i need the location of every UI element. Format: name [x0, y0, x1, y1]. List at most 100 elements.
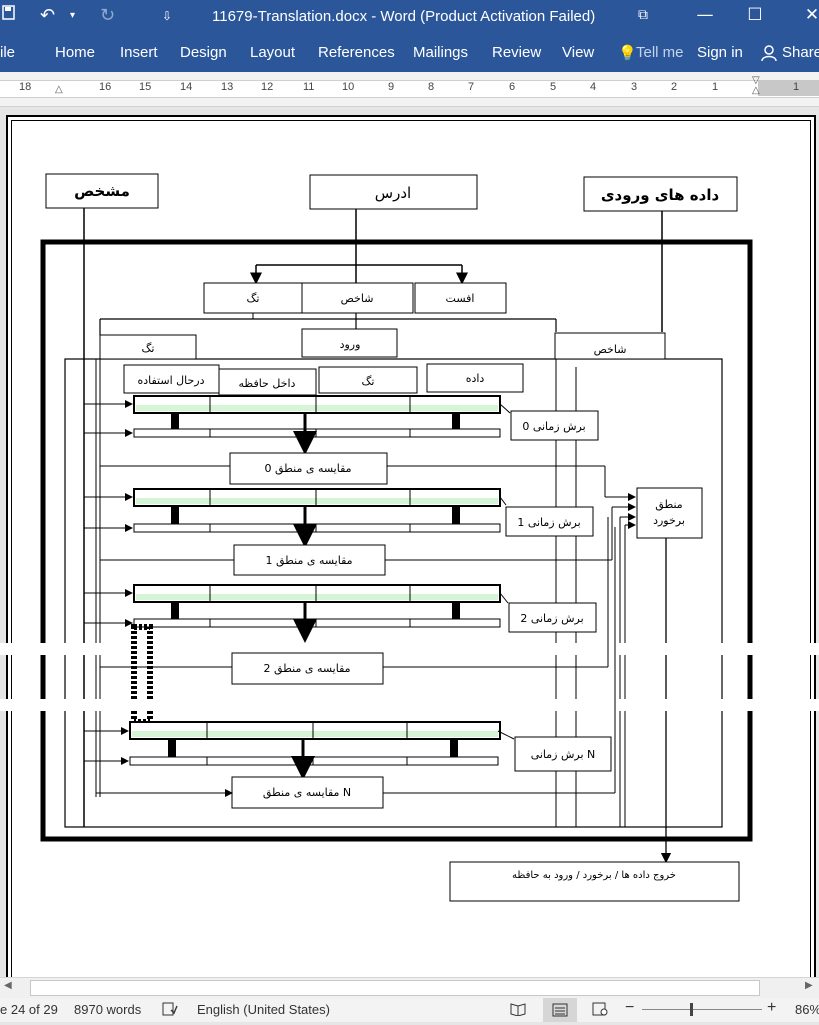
ruler-number: 8: [428, 81, 435, 93]
input-data-box: [583, 176, 738, 212]
output-label: خروج داده ها / برخورد / ورود به حافظه: [512, 870, 676, 881]
compare-0-box: [229, 452, 388, 485]
col-in-use-label: درحال استفاده: [137, 374, 204, 387]
share-button[interactable]: Share: [782, 44, 819, 61]
outer-frame: [40, 239, 753, 842]
tab-design[interactable]: Design: [180, 44, 227, 61]
zoom-out-icon[interactable]: −: [625, 999, 635, 1016]
identifier-label: مشخص: [74, 182, 130, 200]
tab-view[interactable]: View: [562, 44, 595, 61]
ruler-number: 1: [712, 81, 719, 93]
compare-n-label: مقایسه ی منطق N: [263, 786, 351, 800]
slice-1-box: [505, 506, 594, 537]
zoom-level[interactable]: 86%: [795, 1002, 819, 1017]
bus-input-box: [301, 328, 398, 358]
bus-index-label: شاخص: [594, 343, 627, 356]
scroll-right-icon[interactable]: ▶: [805, 980, 813, 991]
redo-icon[interactable]: ↻: [100, 5, 116, 26]
scroll-left-icon[interactable]: ◀: [4, 980, 12, 991]
web-layout-icon[interactable]: [592, 1002, 608, 1019]
ruler-number: 12: [261, 81, 274, 93]
ruler-number: 2: [671, 81, 678, 93]
undo-icon[interactable]: ↶: [40, 5, 56, 26]
ruler-strip: [0, 80, 819, 98]
tab-layout[interactable]: Layout: [250, 44, 296, 61]
page-border: [11, 120, 811, 977]
title-bar: ↶ ▾ ↻ ⇩ 11679-Translation.docx - Word (P…: [0, 0, 819, 34]
col-in-use-box: [123, 364, 220, 394]
addr-offset-box: [414, 282, 507, 314]
addr-offset-label: افست: [446, 292, 475, 305]
ribbon-display-options-icon[interactable]: ⧉: [638, 7, 648, 23]
document-area[interactable]: مشخص ادرس داده های ورودی تگ شاخص افست تگ…: [0, 107, 819, 977]
sign-in-link[interactable]: Sign in: [697, 44, 743, 61]
indent-marker-icon[interactable]: △: [55, 84, 63, 95]
language-indicator[interactable]: English (United States): [197, 1002, 330, 1017]
tab-insert[interactable]: Insert: [120, 44, 158, 61]
output-box: [449, 861, 740, 902]
read-mode-icon[interactable]: [510, 1002, 526, 1019]
ruler-number: 13: [221, 81, 234, 93]
tab-home[interactable]: Home: [55, 44, 96, 61]
slice-group-1: [84, 488, 507, 548]
ribbon-tabs: ile Home Insert Design Layout References…: [0, 34, 819, 72]
bus-input-label: ورود: [340, 338, 361, 351]
right-indent-marker-icon[interactable]: ▽△: [752, 75, 760, 96]
hit-logic-line-1: منطق: [655, 498, 683, 512]
slice-group-0: [84, 395, 511, 455]
slice-1-label: برش زمانی 1: [517, 516, 580, 529]
undo-dropdown-icon[interactable]: ▾: [70, 10, 76, 21]
horizontal-scrollbar[interactable]: ◀ ▶: [0, 977, 819, 998]
col-tag-label: تگ: [362, 375, 375, 388]
status-bar: e 24 of 29 8970 words English (United St…: [0, 998, 819, 1022]
document-page[interactable]: [6, 115, 816, 977]
hit-logic-box: [636, 487, 703, 539]
addr-index-box: [301, 282, 414, 314]
col-data-box: [426, 363, 524, 393]
zoom-slider-thumb[interactable]: [690, 1003, 693, 1016]
zoom-in-icon[interactable]: +: [767, 999, 777, 1016]
lightbulb-icon: 💡: [618, 45, 637, 62]
horizontal-ruler[interactable]: 18 16 15 14 13 12 11 10 9 8 7 6 5 4 3 2 …: [0, 72, 819, 107]
addr-tag-label: تگ: [247, 292, 260, 305]
ruler-number: 6: [509, 81, 516, 93]
print-layout-icon[interactable]: [543, 998, 577, 1022]
col-tag-box: [318, 366, 418, 394]
ruler-margin: [758, 80, 819, 96]
address-label: ادرس: [375, 184, 411, 202]
page-count[interactable]: e 24 of 29: [0, 1002, 58, 1017]
identifier-box: [45, 173, 159, 209]
ruler-number: 16: [99, 81, 112, 93]
ruler-number: 1: [793, 81, 800, 93]
cache-diagram: مشخص ادرس داده های ورودی تگ شاخص افست تگ…: [0, 173, 819, 902]
minimize-icon[interactable]: —: [696, 5, 714, 25]
compare-1-label: مقایسه ی منطق 1: [265, 554, 352, 568]
ruler-number: 7: [468, 81, 475, 93]
close-icon[interactable]: ✕: [804, 5, 819, 25]
ruler-number: 14: [180, 81, 193, 93]
proofing-icon[interactable]: [162, 1002, 178, 1019]
ruler-number: 15: [139, 81, 152, 93]
tell-me-box[interactable]: Tell me: [636, 44, 684, 61]
word-count[interactable]: 8970 words: [74, 1002, 142, 1017]
tab-file[interactable]: ile: [0, 44, 16, 61]
maximize-icon[interactable]: ☐: [747, 5, 763, 25]
customize-quick-access-icon[interactable]: ⇩: [162, 9, 173, 23]
compare-0-label: مقایسه ی منطق 0: [264, 462, 351, 476]
tab-references[interactable]: References: [318, 44, 395, 61]
window-title: 11679-Translation.docx - Word (Product A…: [212, 8, 596, 25]
slice-0-label: برش زمانی 0: [522, 420, 585, 433]
ruler-number: 18: [19, 81, 32, 93]
ruler-number: 4: [590, 81, 597, 93]
tab-review[interactable]: Review: [492, 44, 542, 61]
col-in-memory-box: [218, 368, 317, 396]
slice-2-box: [508, 602, 597, 633]
slice-0-box: [510, 410, 599, 441]
ruler-number: 11: [303, 81, 315, 93]
ruler-number: 10: [342, 81, 355, 93]
zoom-slider[interactable]: [642, 1009, 762, 1010]
slice-2-label: برش زمانی 2: [520, 612, 583, 625]
scrollbar-thumb[interactable]: [30, 980, 760, 996]
save-icon[interactable]: [2, 4, 16, 28]
tab-mailings[interactable]: Mailings: [413, 44, 469, 61]
